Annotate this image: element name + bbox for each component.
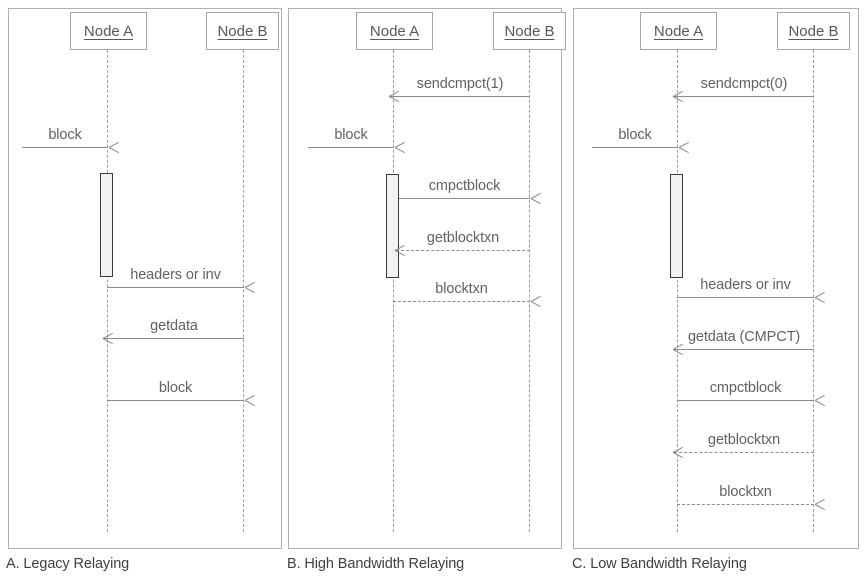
activation-bar-node-a-panel-a xyxy=(100,173,113,277)
actor-label: Node B xyxy=(217,22,268,40)
message-label: block xyxy=(334,127,368,143)
panel-caption-b: B. High Bandwidth Relaying xyxy=(287,556,465,572)
message-label: headers or inv xyxy=(700,277,791,293)
message-label: cmpctblock xyxy=(709,380,782,396)
message-line xyxy=(396,250,530,251)
actor-label: Node B xyxy=(788,22,839,40)
message-label: block xyxy=(158,380,193,396)
panel-caption-a: A. Legacy Relaying xyxy=(6,556,130,572)
message-label: sendcmpct(1) xyxy=(416,76,504,92)
actor-box-node-a-panel-a: Node A xyxy=(70,12,147,50)
message-line xyxy=(677,297,814,298)
message-label: headers or inv xyxy=(130,267,221,283)
message-label: getblocktxn xyxy=(707,432,781,448)
message-line xyxy=(107,400,244,401)
message-label: sendcmpct(0) xyxy=(700,76,788,92)
activation-bar-node-a-panel-c xyxy=(670,174,683,278)
message-label: block xyxy=(48,127,82,143)
message-line xyxy=(677,504,814,505)
actor-box-node-b-panel-b: Node B xyxy=(493,12,566,50)
message-line xyxy=(393,301,530,302)
message-headers-or-inv-panel-a: headers or inv xyxy=(107,267,255,294)
message-label: blocktxn xyxy=(435,281,488,297)
message-label: blocktxn xyxy=(719,484,772,500)
message-label: cmpctblock xyxy=(428,178,501,194)
message-getdata-cmpct-panel-c: getdata (CMPCT) xyxy=(672,329,814,356)
lifeline-node-b-panel-c xyxy=(813,50,814,532)
message-blocktxn-panel-c: blocktxn xyxy=(677,484,825,511)
message-headers-or-inv-panel-c: headers or inv xyxy=(677,277,825,304)
lifeline-node-b-panel-b xyxy=(529,50,530,532)
actor-box-node-b-panel-c: Node B xyxy=(777,12,850,50)
message-label: block xyxy=(618,127,652,143)
actor-label: Node A xyxy=(369,22,420,40)
message-getblocktxn-panel-c: getblocktxn xyxy=(672,432,814,459)
message-line xyxy=(674,452,814,453)
message-block-inbound-panel-b: block xyxy=(308,127,405,154)
message-line xyxy=(104,338,244,339)
message-getdata-panel-a: getdata xyxy=(102,318,244,345)
lifeline-node-a-panel-c xyxy=(677,50,678,532)
panel-legacy-relaying xyxy=(8,8,282,549)
actor-box-node-a-panel-b: Node A xyxy=(356,12,433,50)
message-line xyxy=(674,96,814,97)
message-line xyxy=(107,287,244,288)
message-line xyxy=(22,147,108,148)
message-getblocktxn-panel-b: getblocktxn xyxy=(394,230,530,257)
activation-bar-node-a-panel-b xyxy=(386,174,399,278)
actor-label: Node A xyxy=(83,22,134,40)
message-line xyxy=(674,349,814,350)
message-line xyxy=(390,96,530,97)
actor-label: Node B xyxy=(504,22,555,40)
lifeline-node-a-panel-a xyxy=(107,50,108,532)
message-block-inbound-panel-a: block xyxy=(22,127,119,154)
message-block-outbound-panel-a: block xyxy=(107,380,255,407)
message-sendcmpct-0-panel-c: sendcmpct(0) xyxy=(672,76,814,103)
message-line xyxy=(308,147,394,148)
message-sendcmpct-1-panel-b: sendcmpct(1) xyxy=(388,76,530,103)
message-label: getdata (CMPCT) xyxy=(687,329,801,345)
message-cmpctblock-panel-c: cmpctblock xyxy=(677,380,825,407)
message-blocktxn-panel-b: blocktxn xyxy=(393,281,541,308)
message-label: getblocktxn xyxy=(426,230,500,246)
panel-high-bandwidth-relaying xyxy=(288,8,562,549)
actor-box-node-a-panel-c: Node A xyxy=(640,12,717,50)
message-line xyxy=(592,147,678,148)
panel-caption-c: C. Low Bandwidth Relaying xyxy=(572,556,747,572)
message-line xyxy=(399,198,530,199)
message-label: getdata xyxy=(150,318,198,334)
lifeline-node-b-panel-a xyxy=(243,50,244,532)
message-block-inbound-panel-c: block xyxy=(592,127,689,154)
message-line xyxy=(677,400,814,401)
lifeline-node-a-panel-b xyxy=(393,50,394,532)
actor-box-node-b-panel-a: Node B xyxy=(206,12,279,50)
actor-label: Node A xyxy=(653,22,704,40)
message-cmpctblock-panel-b: cmpctblock xyxy=(399,178,541,205)
panel-low-bandwidth-relaying xyxy=(573,8,859,549)
